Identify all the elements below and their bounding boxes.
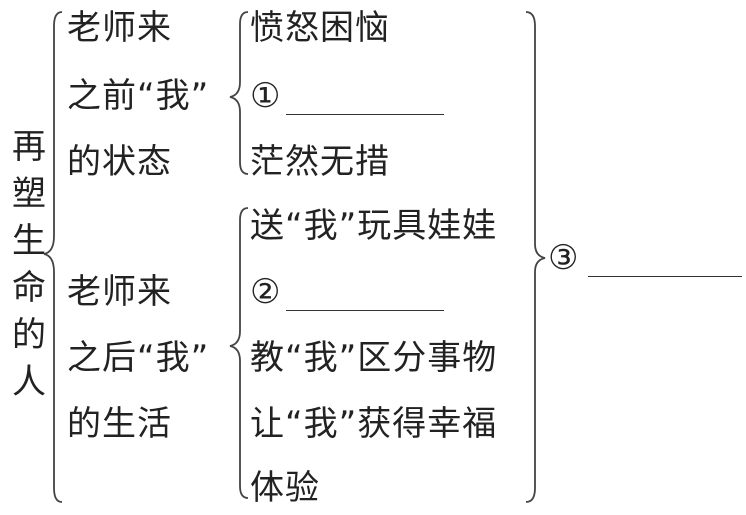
title-char: 命	[12, 268, 46, 308]
right-brace	[525, 11, 546, 503]
main-brace	[43, 11, 63, 503]
after-label-line-3: 的生活	[67, 404, 172, 444]
title-char: 再	[12, 127, 46, 167]
blank-1[interactable]	[286, 114, 444, 115]
title-char: 人	[12, 362, 46, 402]
before-item-2-marker: ①	[250, 76, 282, 116]
after-item-2-marker: ②	[250, 272, 282, 312]
before-item-3: 茫然无措	[250, 142, 390, 182]
after-label-line-2: 之后“我”	[67, 338, 210, 378]
before-item-1: 愤怒困恼	[250, 8, 390, 48]
after-item-1: 送“我”玩具娃娃	[250, 206, 498, 246]
after-label-line-1: 老师来	[67, 272, 172, 312]
title-char: 的	[12, 315, 46, 355]
result-marker: ③	[548, 238, 580, 278]
after-brace	[229, 207, 249, 499]
before-brace	[229, 11, 249, 175]
after-item-4: 让“我”获得幸福	[250, 404, 498, 444]
blank-3[interactable]	[588, 276, 742, 277]
title-char: 生	[12, 221, 46, 261]
after-item-5: 体验	[250, 468, 320, 508]
before-label-line-2: 之前“我”	[67, 76, 210, 116]
title-char: 塑	[12, 174, 46, 214]
before-label-line-1: 老师来	[67, 8, 172, 48]
after-item-3: 教“我”区分事物	[250, 338, 498, 378]
before-label-line-3: 的状态	[67, 142, 172, 182]
blank-2[interactable]	[286, 310, 444, 311]
